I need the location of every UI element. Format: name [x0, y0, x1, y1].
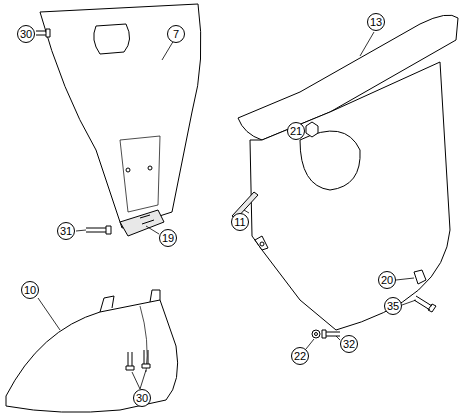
clip: [120, 210, 164, 236]
washer-hole: [315, 333, 318, 336]
front-fender: [6, 300, 178, 412]
screw: [86, 226, 111, 234]
callout-number: 7: [167, 25, 185, 43]
callout-number: 19: [159, 229, 177, 247]
number-plate: [40, 4, 201, 228]
callout-number: 11: [231, 213, 249, 231]
plate-hole: [126, 168, 130, 172]
fender-hole: [260, 242, 264, 246]
callout-number: 22: [291, 347, 309, 365]
callout-number: 30: [133, 389, 151, 407]
callout-number: 20: [378, 271, 396, 289]
clip-detail: [140, 215, 154, 224]
leader-lines: [36, 32, 416, 389]
nut: [306, 122, 318, 137]
callout-number: 35: [384, 297, 402, 315]
callout-number: 21: [287, 122, 305, 140]
side-panel: [250, 62, 450, 330]
plate-recess: [120, 136, 160, 212]
screw: [414, 296, 436, 312]
screw: [142, 350, 150, 368]
fender-tab: [255, 236, 268, 250]
plate-opening: [94, 24, 130, 54]
screw: [36, 29, 50, 37]
callout-number: 30: [17, 25, 35, 43]
screw: [126, 352, 134, 370]
washer: [312, 330, 320, 338]
callout-number: 31: [57, 222, 75, 240]
callout-number: 10: [21, 281, 39, 299]
fender-mount: [100, 290, 160, 312]
plate-hole: [148, 166, 152, 170]
bush: [414, 270, 426, 284]
airbox-opening: [300, 131, 360, 190]
callout-number: 32: [340, 335, 358, 353]
callout-number: 13: [367, 13, 385, 31]
